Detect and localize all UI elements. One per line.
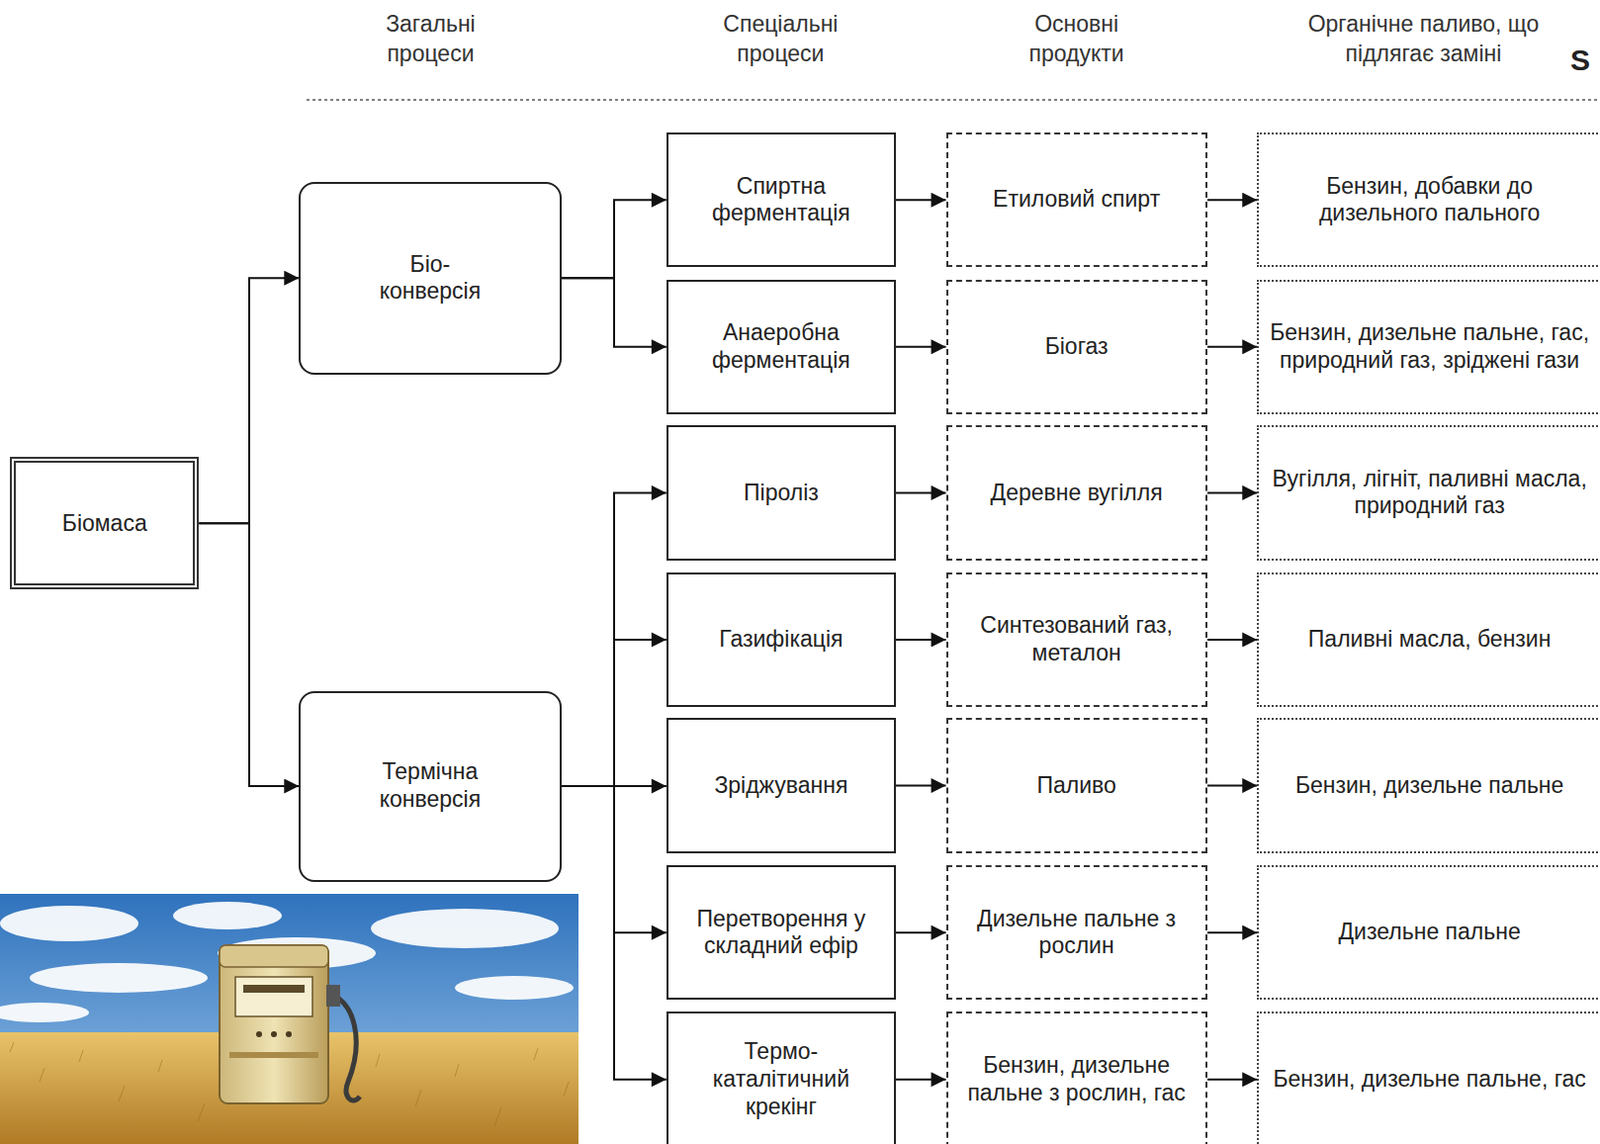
flow-arrow [1207, 346, 1258, 349]
node-text: Зріджування [678, 772, 885, 800]
product-box: Синтезований газ, металон [946, 572, 1208, 708]
header-separator [306, 98, 1600, 101]
general-process-box: Біо- конверсія [298, 181, 561, 375]
flow-arrow [895, 491, 947, 494]
clouds [0, 901, 574, 1023]
logo-letter: S [1570, 40, 1597, 80]
special-process-box: Зріджування [666, 717, 896, 853]
column-header: Основні продукти [1012, 9, 1142, 70]
replaced-fuel-box: Бензин, дизельне пальне, гас, природний … [1256, 279, 1600, 415]
flow-arrow [561, 492, 667, 787]
node-text: Спиртна ферментація [678, 173, 885, 228]
node-text: Етиловий спирт [958, 185, 1196, 214]
flow-arrow [561, 786, 667, 1080]
node-text: Термічна конверсія [360, 758, 500, 813]
flow-arrow [198, 523, 299, 787]
flow-arrow [895, 785, 947, 788]
column-header: Спеціальні процеси [706, 9, 855, 70]
flow-arrow [895, 638, 947, 641]
node-text: Біогаз [958, 333, 1196, 361]
node-text: Бензин, дизельне пальне [1268, 772, 1591, 800]
node-text: Піроліз [678, 479, 885, 508]
node-text: Бензин, дизельне пальне, гас [1268, 1066, 1591, 1094]
product-box: Дизельне пальне з рослин [946, 865, 1208, 1000]
fuel-pump [219, 945, 360, 1104]
flow-arrow [1207, 785, 1258, 788]
flow-arrow [1207, 198, 1258, 201]
special-process-box: Анаеробна ферментація [666, 279, 896, 415]
flow-arrow [895, 198, 947, 201]
column-header: Загальні процеси [363, 9, 498, 70]
node-text: Перетворення у складний ефір [678, 905, 885, 961]
node-text: Біомаса [25, 510, 183, 538]
replaced-fuel-box: Бензин, дизельне пальне [1256, 717, 1600, 853]
node-text: Синтезований газ, металон [958, 612, 1196, 667]
replaced-fuel-box: Вугілля, лігніт, паливні масла, природни… [1256, 425, 1600, 560]
node-text: Дизельне пальне з рослин [958, 905, 1196, 961]
flow-arrow [561, 199, 667, 278]
flow-arrow [561, 639, 667, 787]
node-text: Дизельне пальне [1268, 918, 1591, 947]
special-process-box: Газифікація [666, 572, 896, 708]
node-text: Газифікація [678, 625, 885, 654]
node-text: Паливо [958, 772, 1196, 800]
special-process-box: Термо- каталітичний крекінг [666, 1011, 896, 1144]
node-text: Біо- конверсія [370, 251, 490, 306]
node-text: Термо- каталітичний крекінг [697, 1038, 866, 1121]
node-text: Бензин, дизельне пальне з рослин, гас [958, 1052, 1196, 1107]
flow-arrow [895, 931, 947, 934]
product-box: Етиловий спирт [946, 132, 1208, 267]
node-text: Паливні масла, бензин [1268, 625, 1591, 654]
replaced-fuel-box: Бензин, добавки до дизельного пального [1256, 132, 1600, 267]
node-text: Бензин, дизельне пальне, гас, природний … [1268, 319, 1591, 374]
general-process-box: Термічна конверсія [298, 691, 561, 883]
flow-arrow [561, 277, 667, 348]
flow-arrow [1207, 931, 1258, 934]
replaced-fuel-box: Бензин, дизельне пальне, гас [1256, 1011, 1600, 1144]
replaced-fuel-box: Дизельне пальне [1256, 865, 1600, 1000]
node-text: Деревне вугілля [958, 479, 1196, 508]
sky [0, 893, 579, 1144]
flow-arrow [1207, 491, 1258, 494]
node-text: Бензин, добавки до дизельного пального [1268, 173, 1591, 228]
product-box: Деревне вугілля [946, 425, 1208, 560]
flow-arrow [1207, 638, 1258, 641]
special-process-box: Спиртна ферментація [666, 132, 896, 267]
special-process-box: Перетворення у складний ефір [666, 865, 896, 1000]
field-photo [0, 893, 579, 1144]
flow-arrow [198, 277, 299, 524]
source-box: Біомаса [9, 456, 199, 590]
node-text: Вугілля, лігніт, паливні масла, природни… [1268, 465, 1591, 521]
replaced-fuel-box: Паливні масла, бензин [1256, 572, 1600, 708]
flow-arrow [895, 1078, 947, 1081]
special-process-box: Піроліз [666, 425, 896, 560]
product-box: Бензин, дизельне пальне з рослин, гас [946, 1011, 1208, 1144]
product-box: Біогаз [946, 279, 1208, 415]
product-box: Паливо [946, 717, 1208, 853]
flow-arrow [1207, 1078, 1258, 1081]
flow-arrow [895, 346, 947, 349]
node-text: Анаеробна ферментація [678, 319, 885, 374]
column-header: Органічне паливо, що підлягає заміні [1307, 9, 1540, 70]
